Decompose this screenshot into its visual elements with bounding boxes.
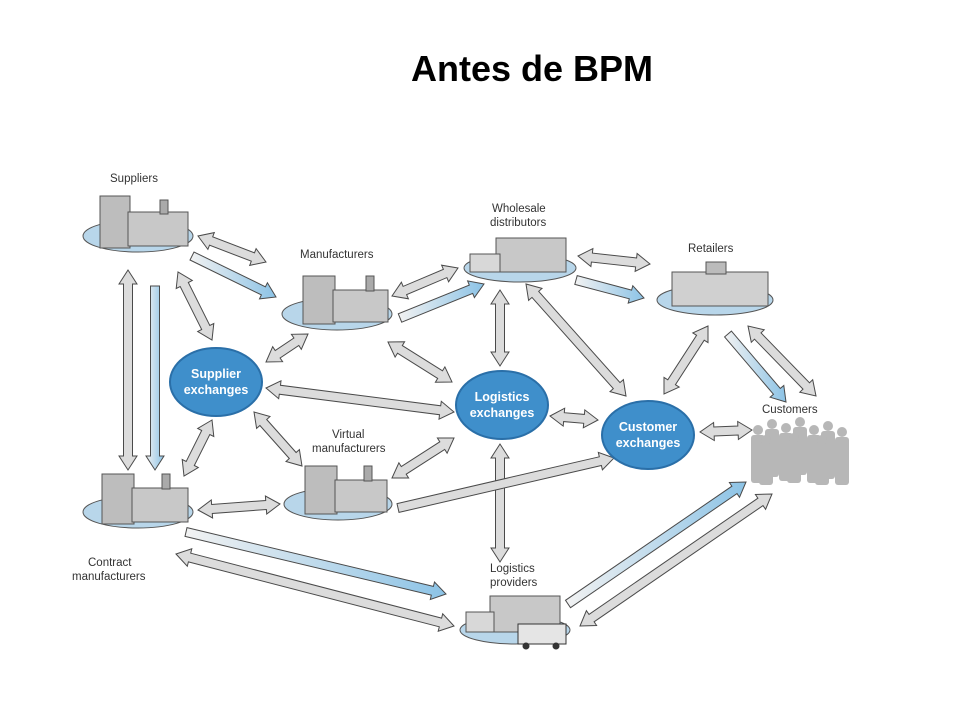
customer-person-head bbox=[767, 419, 777, 429]
retailers-node: Retailers bbox=[656, 243, 774, 316]
manufacturers-label: Manufacturers bbox=[300, 249, 374, 261]
arrow-wholesale-to-retailers bbox=[574, 274, 645, 304]
customers-label: Customers bbox=[762, 404, 818, 416]
arrow-suppliers-contract bbox=[118, 269, 138, 471]
arrow-wholesale-logistics-exchanges bbox=[490, 289, 510, 367]
logistics-providers-label-line2: providers bbox=[490, 577, 538, 589]
arrow-manufacturers-wholesale bbox=[391, 264, 459, 300]
arrow-logistics-customer-exchanges bbox=[549, 407, 599, 429]
contract-label-line1: Contract bbox=[88, 557, 132, 569]
manufacturers-node: Manufacturers bbox=[281, 249, 393, 331]
customer-person-head bbox=[761, 435, 771, 445]
customer-person-body bbox=[787, 443, 801, 483]
customer-person-head bbox=[781, 423, 791, 433]
customer-person-body bbox=[759, 445, 773, 485]
customers-node: Customers bbox=[751, 404, 849, 485]
arrow-logistics-exchanges-virtual bbox=[391, 437, 455, 479]
customer-person-head bbox=[817, 435, 827, 445]
arrow-contract-to-providers bbox=[184, 526, 447, 601]
arrow-manufacturers-to-wholesale bbox=[397, 280, 485, 323]
arrow-retailers-customers bbox=[747, 325, 817, 397]
logistics-exchanges-line2: exchanges bbox=[470, 406, 535, 420]
wholesale-label-line2: distributors bbox=[490, 217, 546, 229]
supplier-exchanges-line1: Supplier bbox=[191, 367, 241, 381]
arrow-suppliers-supplier-exchanges bbox=[175, 271, 215, 341]
logistics-providers-node: Logistics providers bbox=[459, 563, 571, 650]
arrow-retailers-to-customers bbox=[723, 330, 787, 403]
arrow-contract-providers bbox=[175, 548, 455, 632]
virtual-manufacturers-node: Virtual manufacturers bbox=[283, 429, 393, 521]
arrow-suppliers-manufacturers bbox=[197, 231, 267, 267]
arrow-customer-exchanges-customers bbox=[699, 420, 753, 442]
arrow-retailers-customer-exchanges bbox=[663, 325, 709, 395]
connection-arrows bbox=[118, 231, 817, 632]
arrow-suppliers-to-contract bbox=[145, 285, 165, 471]
customer-exchanges-line1: Customer bbox=[619, 420, 677, 434]
arrow-wholesale-retailers bbox=[577, 247, 651, 273]
arrow-providers-to-customers bbox=[564, 481, 747, 609]
supplier-exchanges-line2: exchanges bbox=[184, 383, 249, 397]
arrow-contract-virtual bbox=[197, 495, 281, 519]
contract-label-line2: manufacturers bbox=[72, 571, 146, 583]
customer-person-head bbox=[837, 427, 847, 437]
arrow-wholesale-customer-exchanges bbox=[525, 283, 627, 397]
arrow-manufacturers-supplier-exchanges bbox=[265, 333, 309, 363]
wholesale-label-line1: Wholesale bbox=[492, 203, 546, 215]
customer-person-body bbox=[815, 445, 829, 485]
arrow-supplier-logistics-exchanges bbox=[265, 379, 455, 421]
arrow-suppliers-to-manufacturers bbox=[189, 251, 277, 300]
logistics-providers-label-line1: Logistics bbox=[490, 563, 535, 575]
arrow-manufacturers-logistics-exchanges bbox=[387, 341, 453, 383]
retailers-label: Retailers bbox=[688, 243, 734, 255]
wholesale-distributors-node: Wholesale distributors bbox=[463, 203, 577, 283]
logistics-exchanges-line1: Logistics bbox=[475, 390, 530, 404]
virtual-label-line2: manufacturers bbox=[312, 443, 386, 455]
arrow-supplier-exchanges-virtual bbox=[253, 411, 303, 467]
supplier-exchanges-hub: Supplier exchanges bbox=[169, 347, 263, 417]
customer-exchanges-line2: exchanges bbox=[616, 436, 681, 450]
customer-person-head bbox=[823, 421, 833, 431]
arrow-virtual-to-customer-exchanges bbox=[396, 451, 615, 514]
customer-person-head bbox=[753, 425, 763, 435]
contract-manufacturers-node: Contract manufacturers bbox=[72, 473, 194, 583]
page-title: Antes de BPM bbox=[410, 48, 654, 89]
virtual-label-line1: Virtual bbox=[332, 429, 364, 441]
customer-person-body bbox=[835, 437, 849, 485]
customer-person-head bbox=[809, 425, 819, 435]
customer-person-head bbox=[795, 417, 805, 427]
arrow-logistics-exchanges-providers bbox=[490, 443, 510, 563]
suppliers-node: Suppliers bbox=[82, 173, 194, 253]
customer-person-head bbox=[789, 433, 799, 443]
logistics-exchanges-hub: Logistics exchanges bbox=[455, 370, 549, 440]
arrow-supplier-exchanges-contract bbox=[181, 419, 215, 477]
arrow-providers-customers bbox=[579, 493, 773, 627]
customer-exchanges-hub: Customer exchanges bbox=[601, 400, 695, 470]
suppliers-label: Suppliers bbox=[110, 173, 158, 185]
